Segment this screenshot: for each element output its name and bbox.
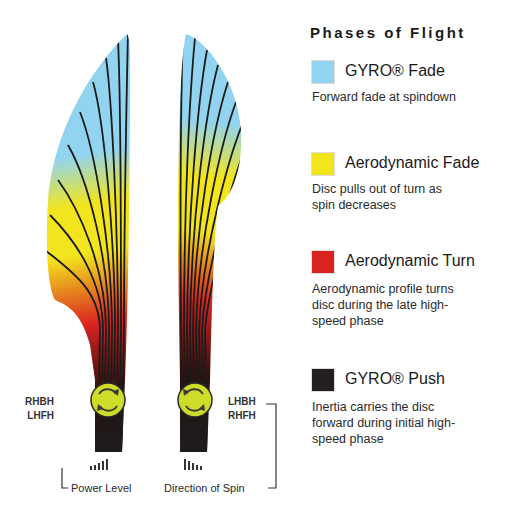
bracket <box>266 404 276 488</box>
throw-type-label: RHBH LHFH <box>20 395 54 422</box>
phase-description: Inertia carries the disc forward during … <box>312 399 462 447</box>
legend-heading: GYRO® Push <box>345 370 445 388</box>
legend-heading: Aerodynamic Turn <box>345 252 475 270</box>
legend-swatch <box>311 60 335 84</box>
legend-heading: GYRO® Fade <box>345 62 445 80</box>
phase-description: Forward fade at spindown <box>312 89 462 105</box>
legend-heading: Aerodynamic Fade <box>345 154 479 172</box>
legend-title: Phases of Flight <box>310 24 466 41</box>
power-level-icon <box>90 459 108 470</box>
spin-circle-left <box>91 383 125 417</box>
axis-label: Direction of Spin <box>164 481 264 496</box>
left-flight-path <box>30 20 150 460</box>
bracket <box>62 468 68 488</box>
spin-circle-right <box>178 383 212 417</box>
legend-swatch <box>311 152 335 176</box>
legend-swatch <box>311 368 335 392</box>
throw-type-label: LHBH RHFH <box>228 395 262 422</box>
spin-direction-icon <box>184 459 202 470</box>
axis-label: Power Level <box>71 481 161 496</box>
phase-description: Disc pulls out of turn as spin decreases <box>312 181 442 213</box>
phase-description: Aerodynamic profile turns disc during th… <box>312 281 457 329</box>
legend-swatch <box>311 250 335 274</box>
right-flight-path <box>170 20 260 460</box>
